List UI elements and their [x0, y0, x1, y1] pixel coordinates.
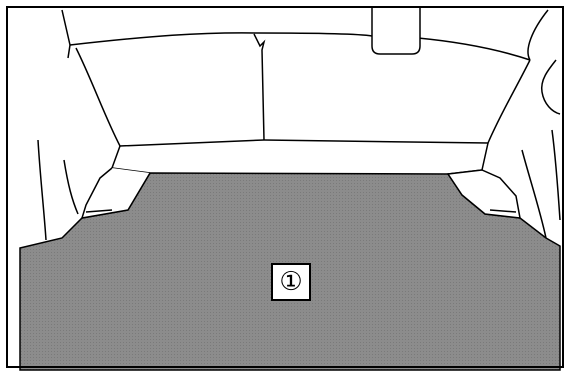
left-wheelhouse: [80, 167, 151, 219]
right-pillar-line-2: [551, 129, 561, 221]
left-side-trim: [61, 9, 71, 59]
left-trim-detail: [85, 209, 113, 213]
callout-label: ①: [271, 263, 311, 301]
right-wheelhouse: [446, 169, 521, 219]
right-pillar-detail: [540, 59, 561, 115]
left-pillar-line-2: [63, 159, 79, 215]
right-side-trim: [527, 9, 549, 61]
right-pillar-line: [521, 149, 547, 239]
left-seatback: [75, 47, 265, 147]
right-trim-detail: [489, 209, 517, 213]
left-pillar-line: [37, 139, 47, 241]
seat-split-line: [253, 33, 266, 141]
seatback-top-edge: [69, 32, 373, 46]
right-seatback: [263, 59, 531, 144]
seatback-top-edge-right: [417, 37, 531, 61]
headrest: [371, 6, 421, 55]
